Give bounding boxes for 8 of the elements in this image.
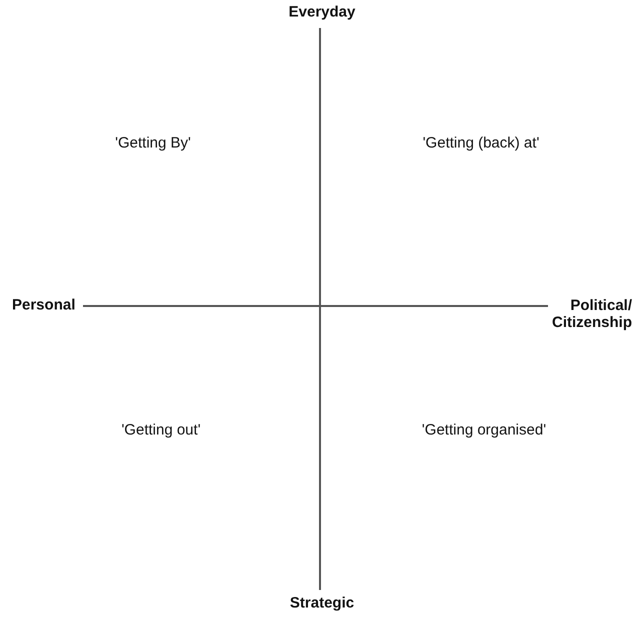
axis-label: Everyday [288,4,356,20]
axis-label: Personal [12,296,76,314]
quadrant-label: 'Getting By' [115,134,191,152]
axis-label: Political/ Citizenship [550,297,632,331]
axis-label: Strategic [290,594,354,612]
quadrant-label: 'Getting (back) at' [422,134,540,152]
quadrant-label: 'Getting out' [121,422,201,438]
quadrant-label: 'Getting organised' [422,422,546,438]
